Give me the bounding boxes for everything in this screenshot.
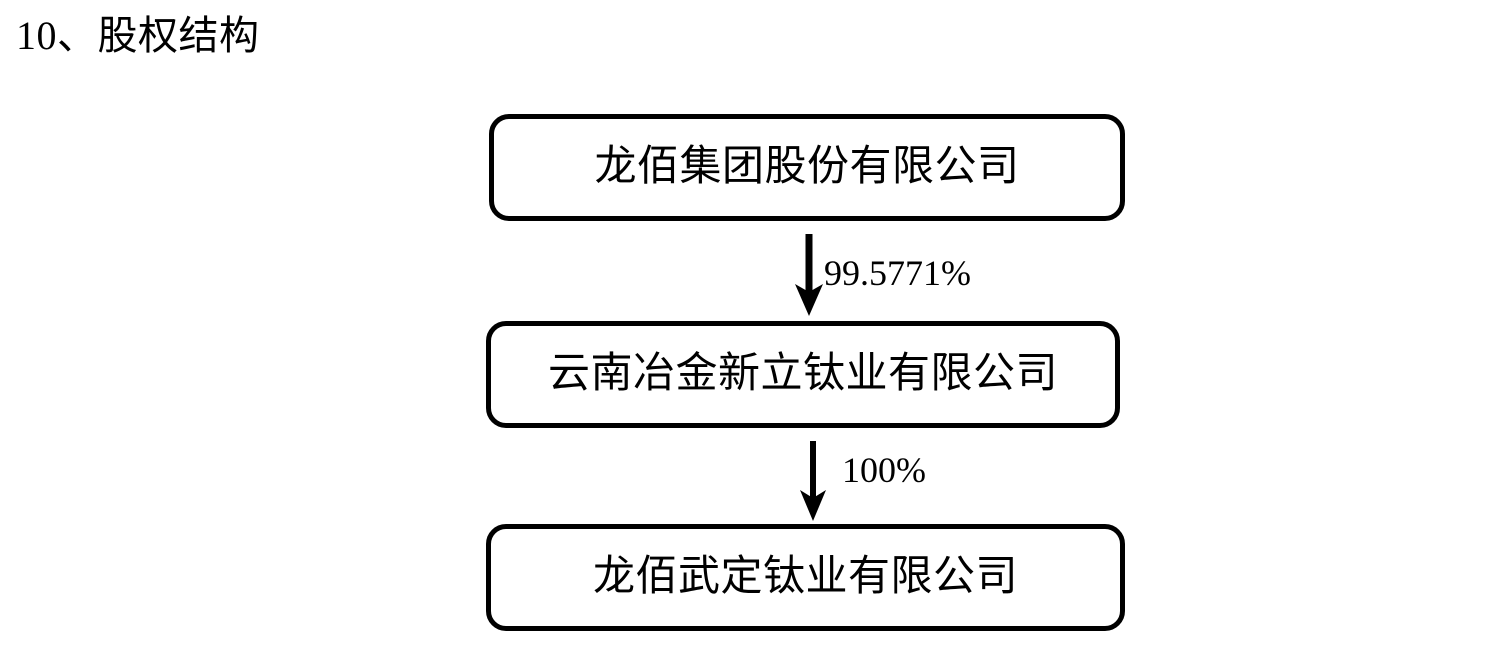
down-arrow-icon-parent-to-mid — [792, 234, 826, 318]
entity-node-child-label: 龙佰武定钛业有限公司 — [592, 553, 1018, 600]
edge-label-mid-to-child: 100% — [842, 450, 926, 490]
entity-node-mid[interactable]: 云南冶金新立钛业有限公司 — [486, 321, 1120, 428]
entity-node-parent-label: 龙佰集团股份有限公司 — [594, 143, 1020, 190]
entity-node-parent[interactable]: 龙佰集团股份有限公司 — [489, 114, 1125, 221]
down-arrow-icon-mid-to-child — [796, 441, 830, 523]
entity-node-mid-label: 云南冶金新立钛业有限公司 — [547, 350, 1058, 397]
edge-label-parent-to-mid: 99.5771% — [824, 253, 971, 293]
page-title: 10、股权结构 — [16, 13, 260, 58]
entity-node-child[interactable]: 龙佰武定钛业有限公司 — [486, 524, 1125, 631]
